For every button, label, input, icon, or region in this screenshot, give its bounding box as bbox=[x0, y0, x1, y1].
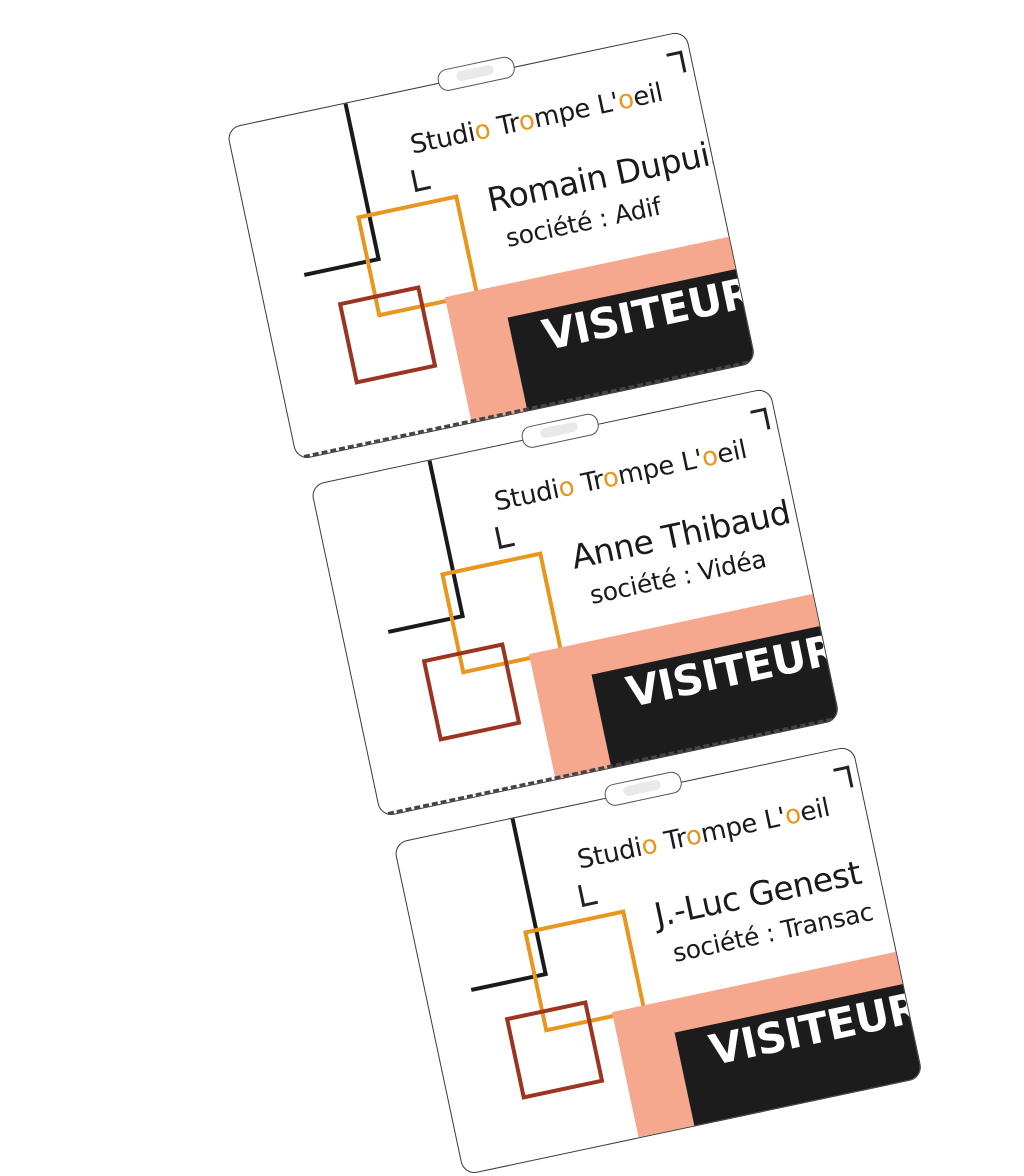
badge-strip: Studio Trompe L'oeil Romain Dupuis socié… bbox=[0, 0, 1024, 1024]
decor-red-square bbox=[337, 285, 438, 385]
badge-card: Studio Trompe L'oeil J.-Luc Genest socié… bbox=[393, 745, 924, 1176]
badge-card: Studio Trompe L'oeil Romain Dupuis socié… bbox=[226, 30, 757, 461]
visitor-badge: Studio Trompe L'oeil J.-Luc Genest socié… bbox=[393, 745, 924, 1176]
badge-card: Studio Trompe L'oeil Anne Thibaud sociét… bbox=[310, 387, 841, 818]
visitor-badge: Studio Trompe L'oeil Romain Dupuis socié… bbox=[226, 30, 757, 461]
decor-red-square bbox=[504, 1000, 605, 1100]
decor-red-square bbox=[421, 642, 522, 742]
visitor-badge: Studio Trompe L'oeil Anne Thibaud sociét… bbox=[310, 387, 841, 818]
